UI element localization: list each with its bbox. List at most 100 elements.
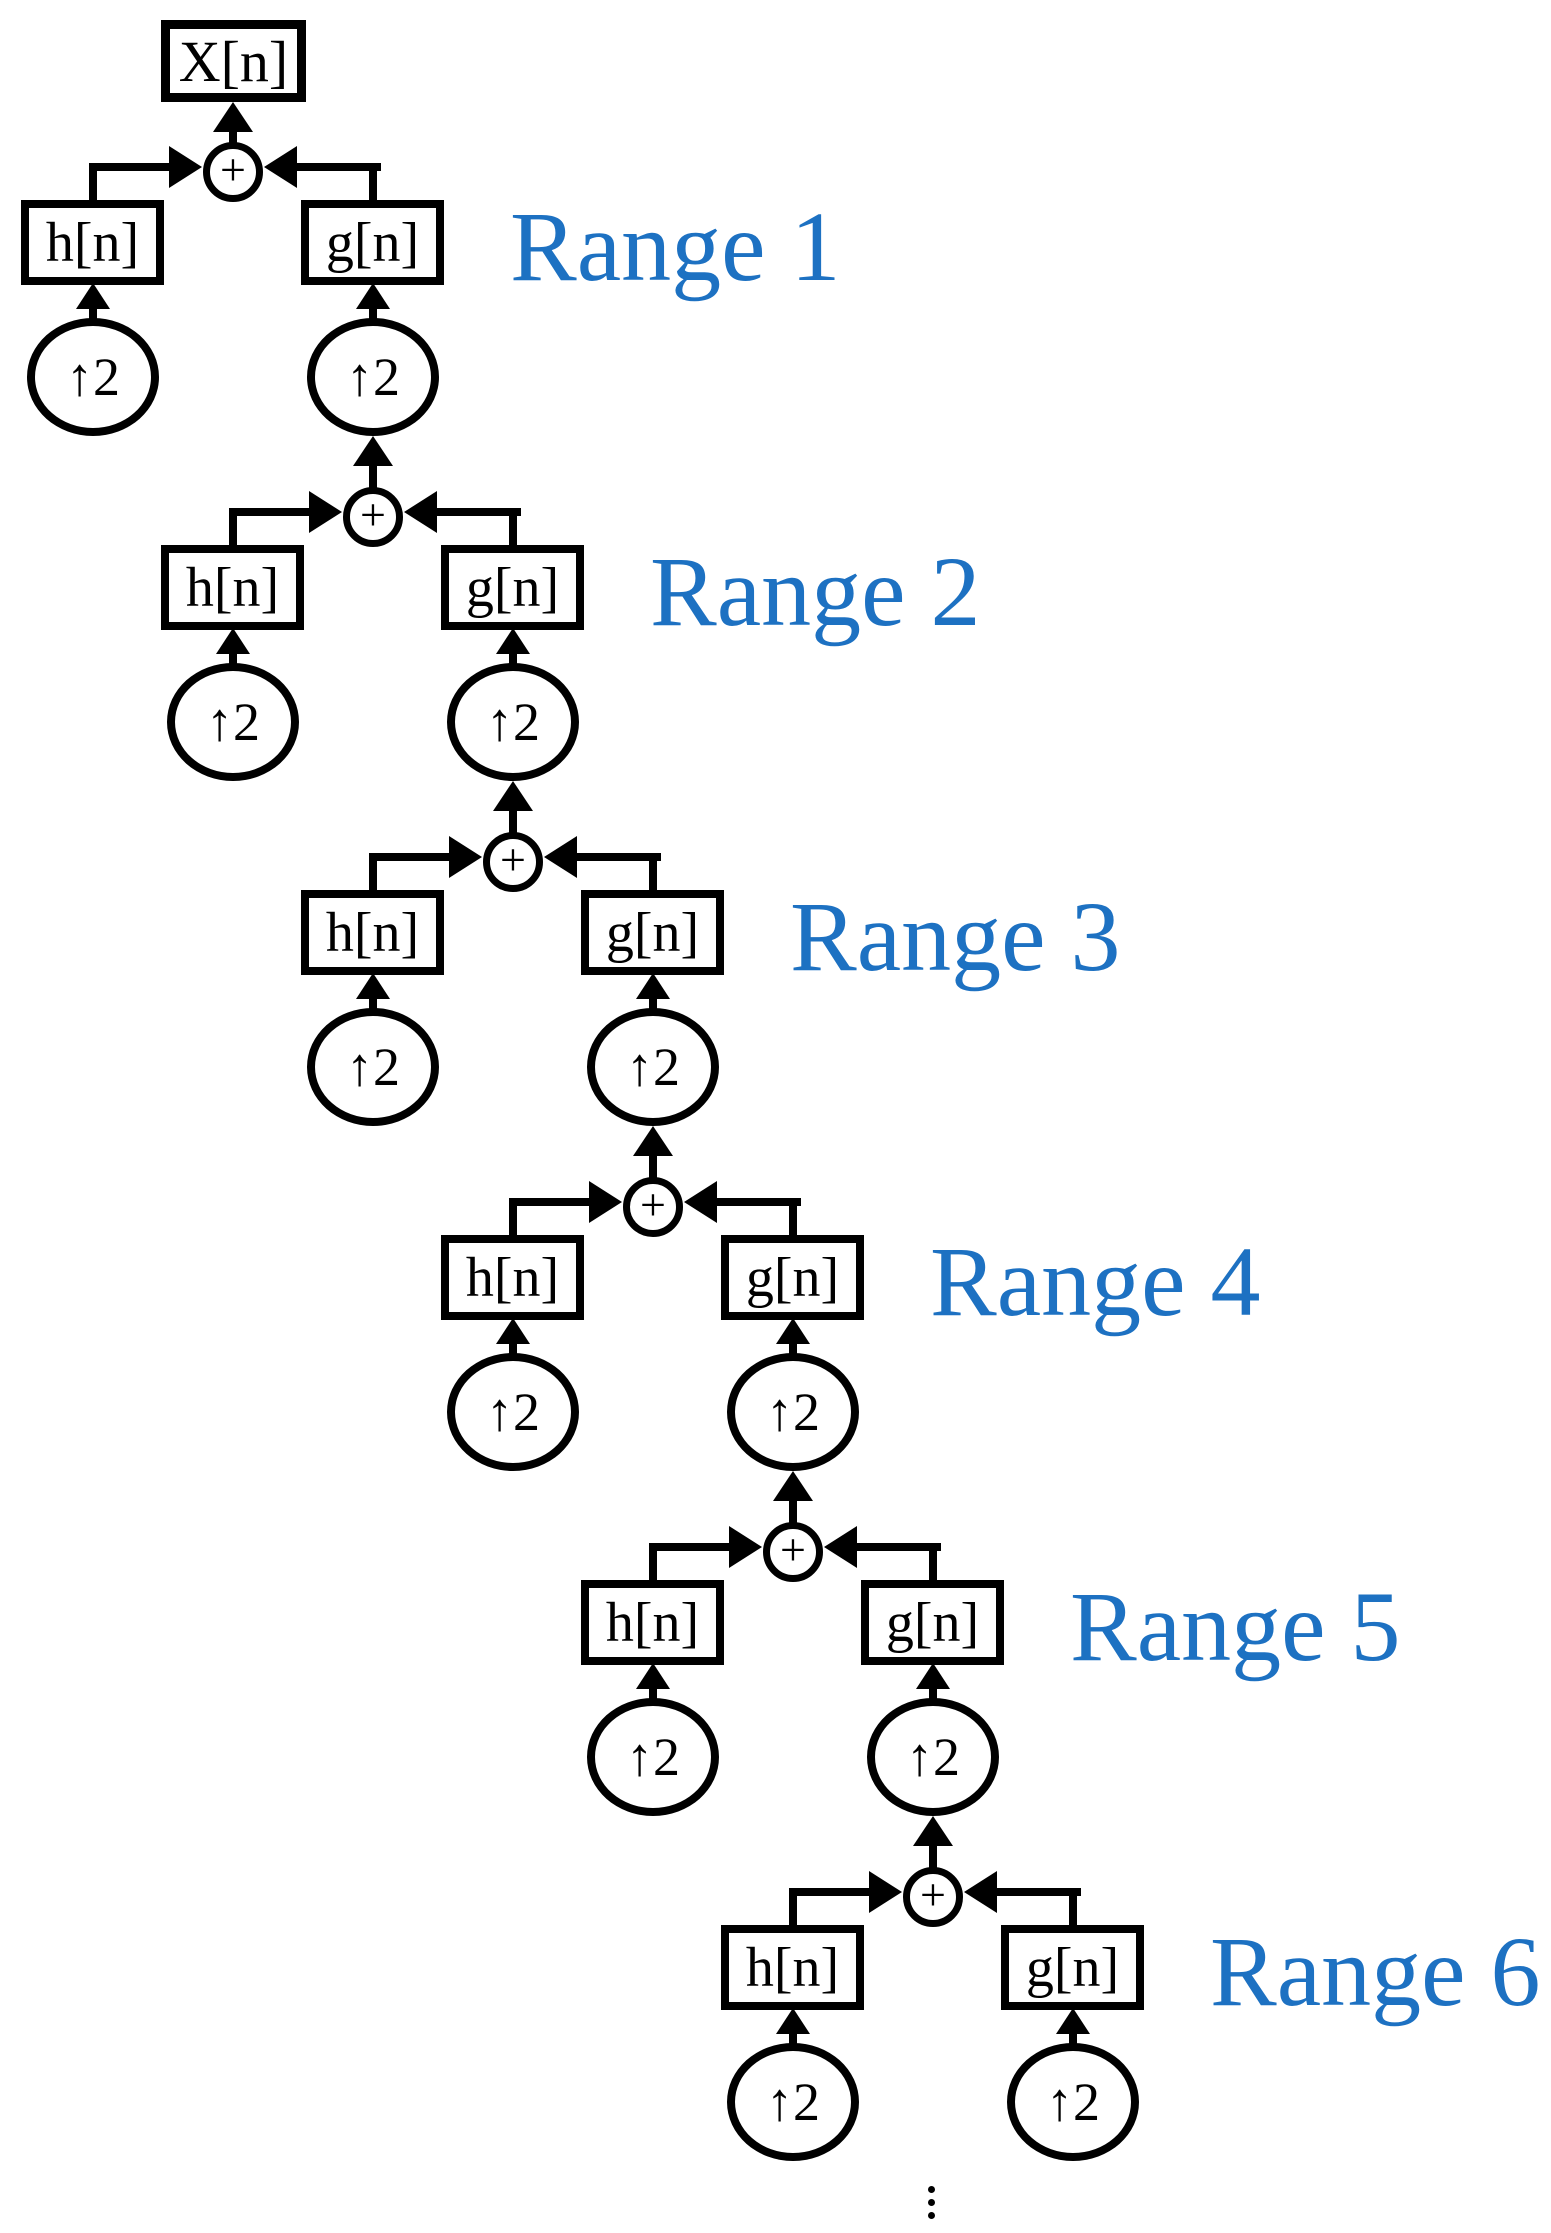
stage-3-high-upsampler: ↑2 (587, 1008, 719, 1126)
stage-3-range-label: Range 3 (790, 881, 1121, 992)
stage-2-high-upsample-arrowhead (496, 628, 530, 654)
stage-2-elbow-left (229, 508, 237, 553)
stage-1-collector-line-left (89, 163, 177, 171)
stage-4-sum-output-arrowhead (633, 1126, 673, 1156)
source-signal-box: X[n] (161, 20, 306, 102)
stage-2-arrowhead-into-sum-right (404, 491, 437, 533)
stage-5-arrowhead-into-sum-left (729, 1526, 762, 1568)
stage-2-lowpass-filter-box: h[n] (161, 545, 304, 630)
stage-3-sum-output-line (509, 805, 517, 838)
stage-2-low-upsample-arrowhead (216, 628, 250, 654)
stage-3-elbow-left (369, 853, 377, 898)
stage-6-low-upsample-arrowhead (776, 2008, 810, 2034)
stage-4-high-upsample-arrowhead (776, 1318, 810, 1344)
stage-5-elbow-left (649, 1543, 657, 1588)
stage-2-elbow-right (509, 508, 517, 553)
stage-6-high-upsample-arrow-line (1069, 2027, 1077, 2049)
stage-3-lowpass-filter-box: h[n] (301, 890, 444, 975)
stage-4-arrowhead-into-sum-left (589, 1181, 622, 1223)
stage-1-arrowhead-into-sum-left (169, 146, 202, 188)
stage-5-high-upsample-arrowhead (916, 1663, 950, 1689)
stage-6-elbow-left (789, 1888, 797, 1933)
stage-4-high-upsample-arrow-line (789, 1337, 797, 1359)
stage-4-sum-node: + (623, 1177, 683, 1237)
stage-1-highpass-filter-box: g[n] (301, 200, 444, 285)
stage-4-collector-line-left (509, 1198, 597, 1206)
stage-6-lowpass-filter-box: h[n] (721, 1925, 864, 2010)
stage-5-sum-output-arrowhead (773, 1471, 813, 1501)
stage-2-high-upsampler: ↑2 (447, 663, 579, 781)
stage-3-arrowhead-into-sum-left (449, 836, 482, 878)
stage-3-elbow-right (649, 853, 657, 898)
stage-6-high-upsample-arrowhead (1056, 2008, 1090, 2034)
stage-1-low-upsample-arrow-line (89, 302, 97, 324)
stage-2-arrowhead-into-sum-left (309, 491, 342, 533)
stage-6-low-upsample-arrow-line (789, 2027, 797, 2049)
stage-2-range-label: Range 2 (650, 536, 981, 647)
continuation-dot-2 (928, 2199, 935, 2206)
stage-3-high-upsample-arrow-line (649, 992, 657, 1014)
stage-5-lowpass-filter-box: h[n] (581, 1580, 724, 1665)
stage-4-elbow-left (509, 1198, 517, 1243)
stage-6-high-upsampler: ↑2 (1007, 2043, 1139, 2161)
stage-3-sum-node: + (483, 832, 543, 892)
stage-4-range-label: Range 4 (930, 1226, 1261, 1337)
stage-2-sum-output-arrowhead (353, 436, 393, 466)
stage-6-sum-output-arrowhead (913, 1816, 953, 1846)
stage-3-high-upsample-arrowhead (636, 973, 670, 999)
stage-5-highpass-filter-box: g[n] (861, 1580, 1004, 1665)
stage-4-collector-line-right (713, 1198, 801, 1206)
stage-2-sum-output-line (369, 460, 377, 493)
stage-4-low-upsampler: ↑2 (447, 1353, 579, 1471)
stage-1-elbow-left (89, 163, 97, 208)
stage-3-low-upsampler: ↑2 (307, 1008, 439, 1126)
stage-2-collector-line-right (433, 508, 521, 516)
stage-3-collector-line-left (369, 853, 457, 861)
stage-6-arrowhead-into-sum-left (869, 1871, 902, 1913)
stage-6-highpass-filter-box: g[n] (1001, 1925, 1144, 2010)
stage-4-elbow-right (789, 1198, 797, 1243)
stage-1-sum-output-arrowhead (213, 102, 253, 132)
stage-2-low-upsample-arrow-line (229, 647, 237, 669)
stage-2-high-upsample-arrow-line (509, 647, 517, 669)
stage-6-range-label: Range 6 (1210, 1916, 1541, 2027)
stage-5-high-upsampler: ↑2 (867, 1698, 999, 1816)
stage-4-sum-output-line (649, 1150, 657, 1183)
stage-4-lowpass-filter-box: h[n] (441, 1235, 584, 1320)
stage-6-collector-line-right (993, 1888, 1081, 1896)
stage-5-arrowhead-into-sum-right (824, 1526, 857, 1568)
stage-1-collector-line-right (293, 163, 381, 171)
stage-5-collector-line-right (853, 1543, 941, 1551)
stage-5-collector-line-left (649, 1543, 737, 1551)
stage-6-arrowhead-into-sum-right (964, 1871, 997, 1913)
stage-4-low-upsample-arrowhead (496, 1318, 530, 1344)
stage-5-low-upsampler: ↑2 (587, 1698, 719, 1816)
stage-3-low-upsample-arrow-line (369, 992, 377, 1014)
stage-6-elbow-right (1069, 1888, 1077, 1933)
stage-4-low-upsample-arrow-line (509, 1337, 517, 1359)
stage-1-low-upsampler: ↑2 (27, 318, 159, 436)
stage-4-highpass-filter-box: g[n] (721, 1235, 864, 1320)
stage-1-high-upsampler: ↑2 (307, 318, 439, 436)
stage-3-arrowhead-into-sum-right (544, 836, 577, 878)
stage-5-high-upsample-arrow-line (929, 1682, 937, 1704)
stage-4-arrowhead-into-sum-right (684, 1181, 717, 1223)
stage-5-sum-node: + (763, 1522, 823, 1582)
stage-1-high-upsample-arrow-line (369, 302, 377, 324)
continuation-dot-3 (928, 2212, 935, 2219)
stage-2-highpass-filter-box: g[n] (441, 545, 584, 630)
stage-2-sum-node: + (343, 487, 403, 547)
stage-6-sum-node: + (903, 1867, 963, 1927)
stage-1-low-upsample-arrowhead (76, 283, 110, 309)
stage-2-low-upsampler: ↑2 (167, 663, 299, 781)
stage-1-high-upsample-arrowhead (356, 283, 390, 309)
stage-1-sum-output-line (229, 126, 237, 148)
stage-1-range-label: Range 1 (510, 191, 841, 302)
stage-1-arrowhead-into-sum-right (264, 146, 297, 188)
stage-5-low-upsample-arrow-line (649, 1682, 657, 1704)
continuation-dot-1 (928, 2186, 935, 2193)
stage-5-range-label: Range 5 (1070, 1571, 1401, 1682)
stage-5-sum-output-line (789, 1495, 797, 1528)
stage-3-collector-line-right (573, 853, 661, 861)
